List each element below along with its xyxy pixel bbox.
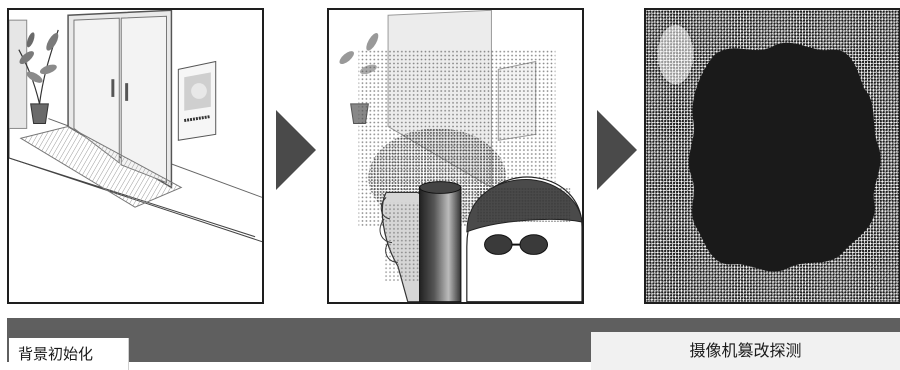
entrance-scene-panel [7, 8, 264, 304]
right-arrow-icon [597, 110, 637, 190]
right-arrow-icon [276, 110, 316, 190]
obscured-view-illustration [646, 10, 899, 302]
wall-poster [178, 61, 215, 140]
dark-occlusion-blob [689, 43, 881, 272]
camera-tamper-detection-label: 摄像机篡改探测 [591, 332, 900, 370]
camera-lens-cylinder [420, 182, 461, 302]
hand-covering-camera-panel [327, 8, 584, 304]
hand-covering-camera-illustration [329, 10, 582, 302]
obscured-view-panel [644, 8, 900, 304]
background-initialization-label: 背景初始化 [9, 338, 129, 370]
person-head [467, 177, 582, 302]
entrance-scene-illustration [9, 10, 262, 302]
